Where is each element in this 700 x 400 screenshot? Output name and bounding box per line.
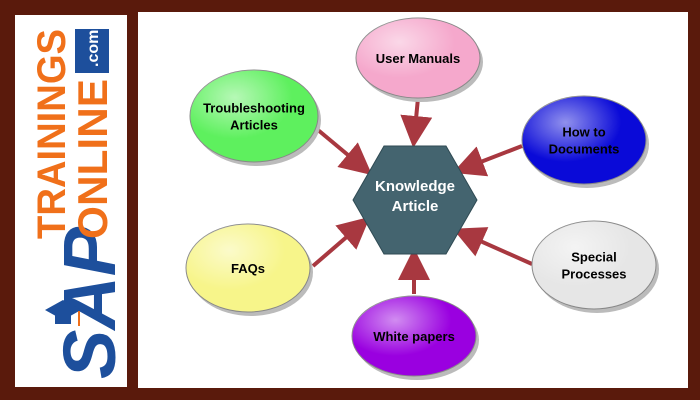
node-label-special-processes-1: Processes	[561, 267, 626, 282]
knowledge-article-hexagon: Knowledge Article	[352, 145, 478, 255]
node-highlight-how-to-documents	[522, 96, 646, 184]
center-label-line2: Article	[392, 198, 439, 215]
node-label-how-to-documents-0: How to	[562, 125, 605, 140]
arrow-special-processes	[452, 227, 533, 266]
node-label-troubleshooting-articles-1: Articles	[230, 118, 278, 133]
center-label-line1: Knowledge	[375, 178, 455, 195]
graduation-cap-icon	[45, 300, 81, 326]
node-white-papers: White papers	[351, 295, 479, 380]
arrow-layer	[311, 97, 533, 294]
node-label-user-manuals-0: User Manuals	[376, 51, 461, 66]
node-highlight-white-papers	[352, 296, 476, 376]
logo-suffix: .com	[85, 30, 102, 67]
node-label-how-to-documents-1: Documents	[549, 142, 620, 157]
node-highlight-user-manuals	[356, 18, 480, 98]
node-label-troubleshooting-articles-0: Troubleshooting	[203, 101, 305, 116]
node-label-white-papers-0: White papers	[373, 329, 455, 344]
node-user-manuals: User Manuals	[355, 17, 483, 102]
node-label-faqs-0: FAQs	[231, 261, 265, 276]
logo-line1: TRAININGS	[30, 29, 74, 239]
node-highlight-faqs	[186, 224, 310, 312]
arrow-user-manuals	[400, 97, 433, 148]
node-highlight-special-processes	[532, 221, 656, 309]
logo-panel: SAP TRAININGS ONLINE .com	[15, 15, 127, 387]
logo-line2: ONLINE	[69, 79, 116, 239]
arrow-troubleshooting-articles	[316, 128, 373, 176]
node-how-to-documents: How to Documents	[521, 95, 649, 188]
arrow-how-to-documents	[452, 144, 523, 177]
node-highlight-troubleshooting-articles	[190, 70, 318, 162]
node-faqs: FAQs	[185, 223, 313, 316]
logo-suffix-badge	[75, 29, 109, 73]
arrow-faqs	[311, 216, 371, 268]
node-label-special-processes-0: Special	[571, 250, 617, 265]
